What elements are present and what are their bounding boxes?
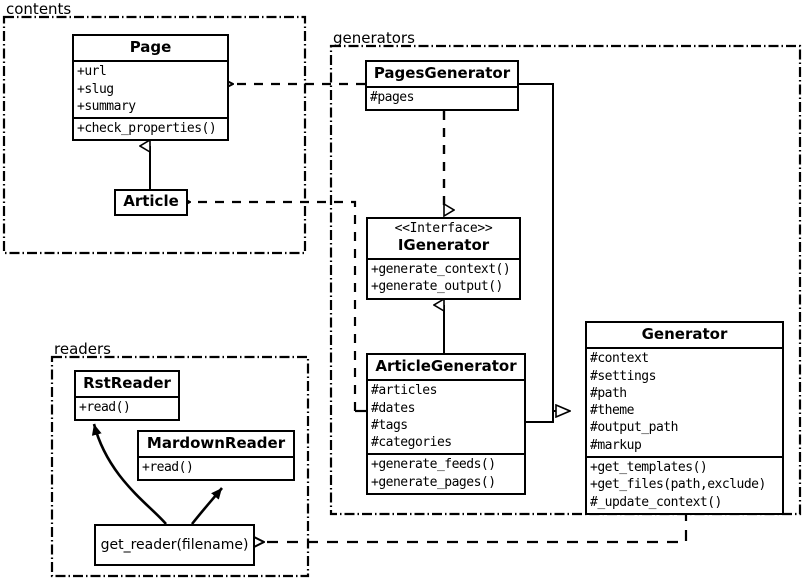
class-attributes-page: +url +slug +summary (74, 60, 227, 117)
attribute-categories: #categories (371, 435, 452, 451)
class-title-rstreader: RstReader (83, 374, 171, 392)
class-attributes-articlegenerator: #articles #dates #tags #categories (368, 379, 524, 453)
attribute-url: +url (77, 64, 107, 80)
method-get-files: +get_files(path,exclude) (590, 477, 766, 493)
class-title-igenerator: <<Interface>> IGenerator (368, 219, 519, 258)
class-title-generator: Generator (641, 325, 728, 343)
method-update-context: #_update_context() (590, 494, 722, 510)
class-box-articlegenerator[interactable]: ArticleGenerator #articles #dates #tags … (366, 353, 526, 495)
function-label-get-reader: get_reader(filename) (100, 537, 249, 553)
relation-generator-getreader (264, 510, 688, 542)
class-methods-mardownreader: +read() (139, 456, 293, 478)
attribute-settings: #settings (590, 368, 656, 384)
attribute-markup: #markup (590, 437, 642, 453)
class-methods-rstreader: +read() (76, 396, 178, 418)
class-title-articlegenerator: ArticleGenerator (375, 357, 517, 375)
method-generate-pages: +generate_pages() (371, 474, 496, 490)
attribute-tags: #tags (371, 417, 408, 433)
class-box-generator[interactable]: Generator #context #settings #path #them… (585, 321, 784, 515)
function-box-get-reader[interactable]: get_reader(filename) (94, 524, 255, 566)
method-read-rst: +read() (79, 400, 131, 416)
class-box-pagesgenerator[interactable]: PagesGenerator #pages (365, 60, 519, 111)
relation-articlegenerator-article (190, 202, 357, 411)
class-box-page[interactable]: Page +url +slug +summary +check_properti… (72, 34, 229, 142)
class-methods-articlegenerator: +generate_feeds() +generate_pages() (368, 453, 524, 493)
class-attributes-pagesgenerator: #pages (367, 86, 517, 108)
class-box-rstreader[interactable]: RstReader +read() (74, 370, 180, 421)
method-generate-feeds: +generate_feeds() (371, 457, 496, 473)
class-title-page: Page (129, 38, 172, 56)
attribute-pages: #pages (370, 90, 414, 106)
attribute-slug: +slug (77, 81, 114, 97)
relation-pagesgenerator-generator (519, 83, 570, 411)
relation-articlegenerator-generator (526, 411, 554, 423)
attribute-path: #path (590, 385, 627, 401)
attribute-articles: #articles (371, 383, 437, 399)
class-methods-page: +check_properties() (74, 117, 227, 139)
package-label-generators: generators (333, 29, 415, 47)
attribute-summary: +summary (77, 98, 136, 114)
relation-getreader-mardownreader (190, 487, 223, 525)
class-name-igenerator: IGenerator (397, 235, 490, 254)
method-check-properties: +check_properties() (77, 121, 217, 137)
attribute-output-path: #output_path (590, 420, 678, 436)
class-attributes-generator: #context #settings #path #theme #output_… (587, 347, 782, 456)
class-title-article: Article (123, 192, 179, 210)
class-box-mardownreader[interactable]: MardownReader +read() (137, 430, 295, 481)
attribute-theme: #theme (590, 403, 634, 419)
class-box-article[interactable]: Article (114, 189, 188, 216)
attribute-context: #context (590, 351, 649, 367)
method-get-templates: +get_templates() (590, 459, 708, 475)
class-title-mardownreader: MardownReader (146, 434, 286, 452)
package-label-readers: readers (54, 340, 111, 358)
attribute-dates: #dates (371, 400, 415, 416)
class-box-igenerator[interactable]: <<Interface>> IGenerator +generate_conte… (366, 217, 521, 300)
class-methods-generator: +get_templates() +get_files(path,exclude… (587, 455, 782, 513)
class-methods-igenerator: +generate_context() +generate_output() (368, 258, 519, 298)
package-label-contents: contents (6, 0, 72, 18)
method-read-markdown: +read() (142, 460, 194, 476)
method-generate-output: +generate_output() (371, 279, 503, 295)
class-title-pagesgenerator: PagesGenerator (373, 64, 511, 82)
method-generate-context: +generate_context() (371, 262, 511, 278)
class-stereotype-igenerator: <<Interface>> (394, 221, 493, 236)
